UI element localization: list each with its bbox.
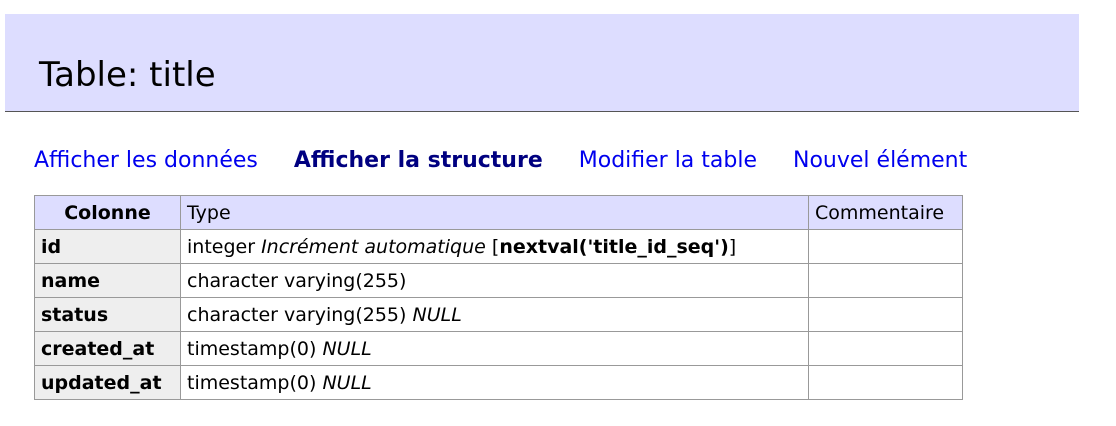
default-close-bracket: ] [728,235,737,258]
type-value: timestamp(0) [187,371,317,394]
table-header-row: Colonne Type Commentaire [34,195,963,230]
column-type: character varying(255) NULL [180,297,809,332]
column-name: updated_at [34,365,181,400]
column-type: integer Incrément automatique [nextval('… [180,229,809,264]
type-extra: NULL [412,303,462,326]
column-comment [808,331,963,366]
default-value: nextval('title_id_seq') [499,235,729,258]
column-name: id [34,229,181,264]
new-item-link[interactable]: Nouvel élément [793,148,968,173]
page-header: Table: title [5,14,1079,112]
column-type: character varying(255) [180,263,809,298]
column-name: status [34,297,181,332]
type-value: timestamp(0) [187,337,317,360]
type-extra: Incrément automatique [261,235,486,258]
show-structure-current: Afficher la structure [293,148,543,173]
column-comment [808,297,963,332]
table-row: created_at timestamp(0) NULL [34,331,963,366]
page-title: Table: title [39,55,216,95]
table-row: id integer Incrément automatique [nextva… [34,229,963,264]
column-comment [808,365,963,400]
column-header-commentaire: Commentaire [808,195,963,230]
show-data-link[interactable]: Afficher les données [34,148,258,173]
structure-table: Colonne Type Commentaire id integer Incr… [34,195,963,400]
column-header-type: Type [180,195,809,230]
table-row: updated_at timestamp(0) NULL [34,365,963,400]
type-extra: NULL [322,371,372,394]
table-row: status character varying(255) NULL [34,297,963,332]
table-actions: Afficher les données Afficher la structur… [34,147,1003,175]
column-type: timestamp(0) NULL [180,331,809,366]
column-name: created_at [34,331,181,366]
alter-table-link[interactable]: Modifier la table [578,148,758,173]
column-type: timestamp(0) NULL [180,365,809,400]
type-value: character varying(255) [187,303,407,326]
type-extra: NULL [322,337,372,360]
table-row: name character varying(255) [34,263,963,298]
column-comment [808,229,963,264]
column-header-colonne: Colonne [34,195,181,230]
default-open-bracket: [ [491,235,500,258]
column-comment [808,263,963,298]
column-name: name [34,263,181,298]
type-value: character varying(255) [187,269,407,292]
type-value: integer [187,235,256,258]
